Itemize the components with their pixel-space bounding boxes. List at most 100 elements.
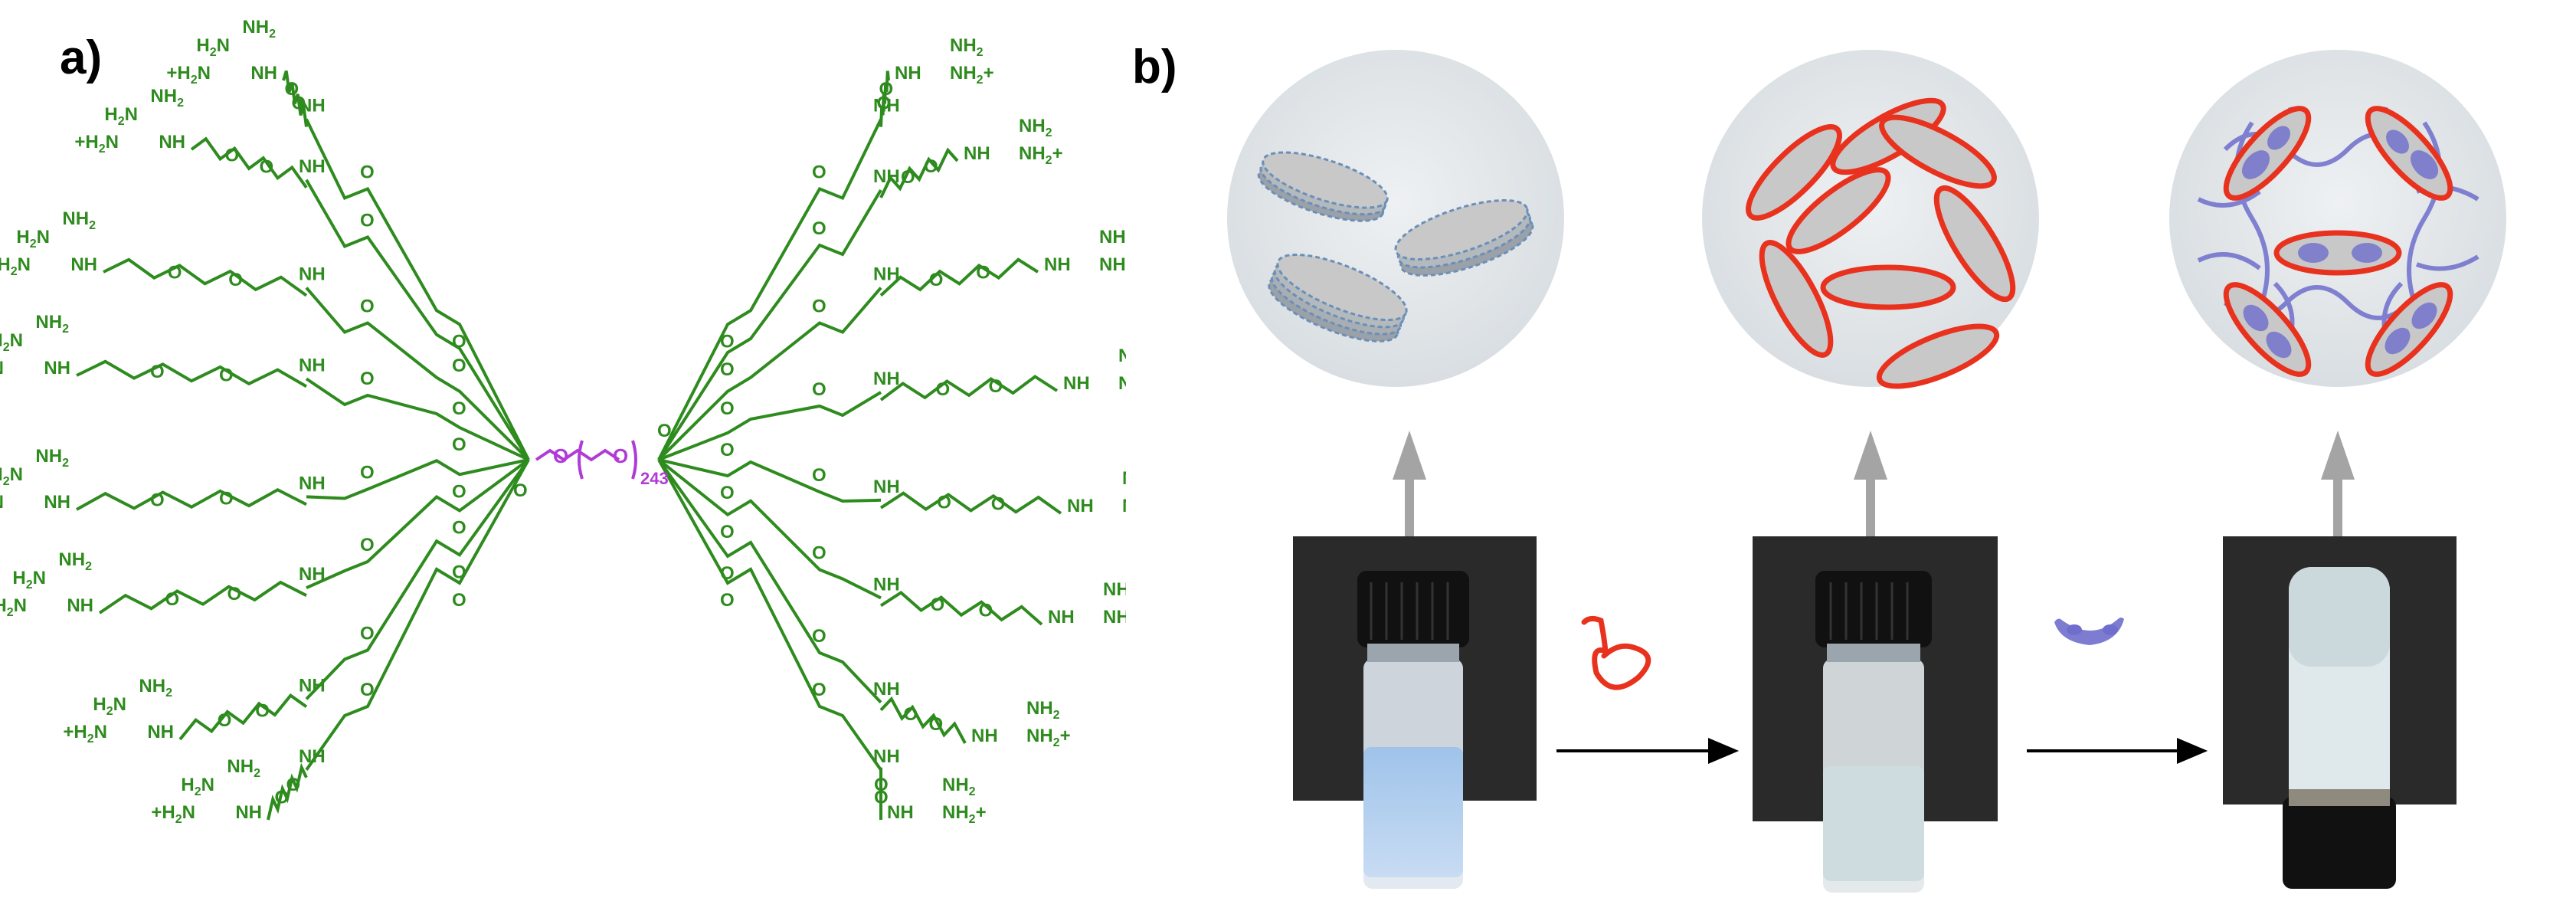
guanidine-nh2: NH2	[35, 446, 69, 470]
ether-oxygen: O	[874, 788, 889, 808]
ether-oxygen: O	[260, 156, 274, 177]
panel-b-label: b)	[1132, 41, 1177, 93]
guanidine-nh: NH	[895, 63, 921, 84]
guanidine-nh: NH	[971, 726, 998, 746]
process-arrow-head-2	[2177, 737, 2208, 765]
core-oxygen-right: O	[657, 421, 672, 441]
ether-oxygen: O	[931, 595, 945, 615]
guanidine-nh2: NH2	[1118, 346, 1126, 369]
carbamate-nh: NH	[873, 477, 900, 497]
guanidine-nh: NH	[44, 358, 70, 378]
vial-photo-3-inverted	[2223, 536, 2457, 889]
ester-branch	[657, 287, 882, 461]
guanidine-h2n: H2N	[0, 330, 23, 354]
ether-oxygen: O	[904, 704, 918, 725]
ester-oxygen: O	[360, 211, 375, 231]
ether-oxygen: O	[874, 775, 889, 795]
ester-oxygen: O	[812, 379, 826, 400]
dendrimer-structure: OOOONHNHH2NNH2+H2NOOOONHNHH2NNH2+H2NOOOO…	[0, 17, 1126, 826]
guanidine-nh: NH	[1048, 607, 1075, 628]
ether-oxygen: O	[976, 263, 990, 283]
ester-oxygen: O	[360, 624, 375, 644]
up-arrow-shaft-2	[1866, 477, 1875, 538]
carbamate-nh: NH	[299, 675, 326, 696]
oxyethylene-chain	[879, 375, 1059, 401]
ester-oxygen: O	[812, 680, 826, 700]
guanidine-nh2-plus: NH2+	[1118, 373, 1126, 397]
ether-oxygen: O	[292, 93, 306, 113]
ester-oxygen: O	[812, 465, 826, 486]
guanidine-nh2-plus: NH2+	[950, 63, 994, 87]
ether-oxygen: O	[901, 167, 915, 188]
oxyethylene-chain	[879, 70, 890, 127]
ester-oxygen: O	[360, 297, 375, 317]
ester-oxygen: O	[720, 590, 735, 611]
guanidine-nh: NH	[235, 802, 262, 823]
ester-branch	[305, 118, 530, 460]
ether-oxygen: O	[877, 93, 892, 113]
carbamate-nh: NH	[299, 96, 326, 116]
ester-oxygen: O	[720, 398, 735, 419]
ester-oxygen: O	[452, 518, 466, 539]
guanidine-nh2: NH2	[1019, 116, 1052, 139]
carbamate-nh: NH	[873, 369, 900, 389]
oxyethylene-chain	[282, 70, 308, 127]
ester-oxygen: O	[812, 218, 826, 239]
crosslinker-icon	[2054, 618, 2124, 645]
guanidine-nh2: NH2	[150, 86, 184, 110]
guanidine-h2n: H2N	[93, 694, 126, 718]
guanidine-plus-h2n: +H2N	[74, 132, 119, 156]
ester-oxygen: O	[360, 463, 375, 483]
ester-oxygen: O	[720, 483, 735, 503]
peg-o2: O	[613, 444, 628, 467]
guanidine-h2n: H2N	[196, 35, 230, 59]
guanidine-nh: NH	[147, 722, 174, 742]
ether-oxygen: O	[286, 775, 301, 795]
up-arrow-shaft-3	[2333, 477, 2342, 538]
guanidine-nh2: NH2	[1122, 468, 1126, 492]
guanidine-plus-h2n: +H2N	[166, 63, 211, 87]
guanidine-nh2: NH2	[1103, 579, 1126, 603]
hydrogel-network-group	[2197, 106, 2479, 377]
guanidine-plus-h2n: +H2N	[151, 802, 195, 826]
guanidine-nh: NH	[1067, 496, 1094, 516]
ester-oxygen: O	[812, 297, 826, 317]
ether-oxygen: O	[929, 270, 944, 290]
carbamate-nh: NH	[299, 156, 326, 177]
ether-oxygen: O	[275, 788, 290, 808]
ether-oxygen: O	[991, 493, 1006, 514]
left-dendron: OOOONHNHH2NNH2+H2NOOOONHNHH2NNH2+H2NOOOO…	[0, 17, 530, 826]
peg-core: O O 243 OO	[513, 421, 672, 501]
ester-branch	[658, 458, 882, 503]
guanidine-plus-h2n: +H2N	[0, 254, 31, 278]
guanidine-plus-h2n: +H2N	[0, 358, 4, 382]
ester-branch	[658, 391, 882, 461]
guanidine-nh2: NH2	[139, 676, 172, 700]
guanidine-nh: NH	[67, 595, 93, 616]
guanidine-h2n: H2N	[0, 464, 23, 488]
carbamate-nh: NH	[299, 264, 326, 285]
guanidine-nh2-plus: NH2+	[942, 802, 987, 826]
carbamate-nh: NH	[299, 473, 326, 493]
carbamate-nh: NH	[299, 564, 326, 585]
carbamate-nh: NH	[873, 264, 900, 285]
guanidine-nh: NH	[250, 63, 277, 84]
guanidine-plus-h2n: +H2N	[0, 492, 4, 516]
ether-oxygen: O	[937, 492, 951, 513]
ether-oxygen: O	[150, 362, 165, 382]
ester-oxygen: O	[720, 522, 735, 542]
guanidine-nh2-plus: NH2+	[1103, 607, 1126, 631]
up-arrow-icon-2	[1854, 431, 1887, 480]
guanidine-nh: NH	[964, 143, 990, 164]
guanidine-nh: NH	[70, 254, 97, 275]
ester-oxygen: O	[452, 356, 466, 376]
guanidine-h2n: H2N	[16, 227, 50, 251]
stacked-nanosheets-group	[1257, 151, 1534, 342]
guanidine-nh2-plus: NH2+	[1026, 726, 1071, 749]
carbamate-nh: NH	[299, 746, 326, 767]
ester-branch	[657, 459, 882, 771]
oxyethylene-chain	[76, 359, 308, 388]
oxyethylene-chain	[103, 257, 308, 297]
guanidine-nh2-plus: NH2+	[1019, 143, 1063, 167]
